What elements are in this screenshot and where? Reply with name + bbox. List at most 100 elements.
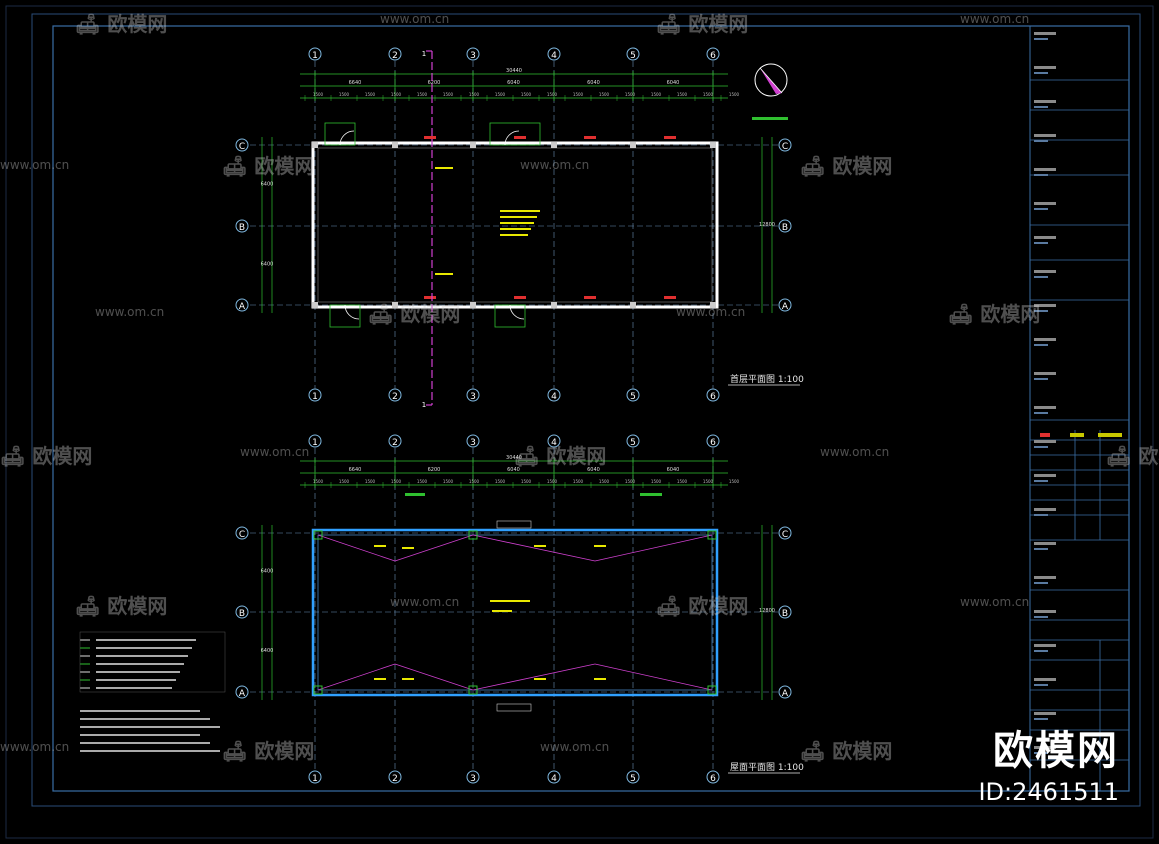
dimension-text: 1500 xyxy=(521,479,532,484)
legend-text xyxy=(96,687,172,689)
grid-number: 4 xyxy=(551,774,557,784)
title-block-text xyxy=(1034,378,1048,380)
grid-number: 6 xyxy=(710,438,716,448)
dimension-text: 1500 xyxy=(417,479,428,484)
grid-bubble xyxy=(626,47,640,61)
grid-number: 2 xyxy=(392,51,398,61)
notes-text xyxy=(80,718,210,720)
door-swing xyxy=(509,304,525,320)
grid-letter: B xyxy=(239,223,245,233)
roof-plan-title: 屋面平面图 1:100 xyxy=(730,762,804,773)
interior-wall-line xyxy=(317,147,713,303)
title-block-text xyxy=(1034,576,1056,579)
north-arrow-circle xyxy=(754,63,788,97)
title-block-text xyxy=(1034,72,1048,74)
roof-drain xyxy=(707,530,717,540)
column xyxy=(392,142,398,148)
dimension-text: 6200 xyxy=(428,467,441,473)
grid-bubble xyxy=(235,138,249,152)
grid-number: 1 xyxy=(312,438,318,448)
title-block-text xyxy=(1034,134,1056,137)
grid-bubble xyxy=(778,526,792,540)
window-tag xyxy=(664,296,676,299)
dimension-text: 6040 xyxy=(667,467,680,473)
grid-number: 1 xyxy=(312,392,318,402)
slope-label xyxy=(534,678,546,680)
slope-label xyxy=(402,547,414,549)
legend-text xyxy=(96,671,180,673)
notes-text xyxy=(80,726,220,728)
grid-number: 2 xyxy=(392,774,398,784)
grid-bubble xyxy=(547,434,561,448)
grid-number: 3 xyxy=(470,774,476,784)
grid-number: 2 xyxy=(392,392,398,402)
dimension-text: 6640 xyxy=(349,467,362,473)
door-swing xyxy=(339,130,355,146)
dimension-text: 6400 xyxy=(261,648,274,654)
dimension-text: 1500 xyxy=(599,479,610,484)
title-block-text xyxy=(1034,38,1048,40)
drainage-line xyxy=(594,663,713,691)
roof-label xyxy=(492,610,512,612)
grid-bubble xyxy=(706,434,720,448)
window-tag xyxy=(584,136,596,139)
title-block-text xyxy=(1034,582,1048,584)
dimension-text: 1500 xyxy=(469,92,480,97)
grid-number: 4 xyxy=(551,51,557,61)
slope-label xyxy=(374,678,386,680)
grid-number: 5 xyxy=(630,438,636,448)
grid-bubble xyxy=(235,526,249,540)
dimension-text: 1500 xyxy=(391,92,402,97)
dimension-text: 12800 xyxy=(759,222,775,228)
title-block-text xyxy=(1034,140,1048,142)
drainage-line xyxy=(472,663,596,691)
title-block-text xyxy=(1034,514,1048,516)
dimension-text: 6640 xyxy=(349,80,362,86)
grid-bubble xyxy=(308,388,322,402)
title-block-text xyxy=(1034,440,1056,443)
column xyxy=(630,302,636,308)
grid-letter: B xyxy=(239,609,245,619)
roof-drain xyxy=(313,685,323,695)
grid-bubble xyxy=(466,388,480,402)
dimension-text: 1500 xyxy=(313,479,324,484)
dimension-text: 1500 xyxy=(573,92,584,97)
grid-bubble xyxy=(547,770,561,784)
dimension-text: 6040 xyxy=(667,80,680,86)
title-block-text xyxy=(1034,474,1056,477)
title-block-text xyxy=(1034,106,1048,108)
dimension-text: 6400 xyxy=(261,262,274,268)
grid-bubble xyxy=(547,388,561,402)
dimension-text: 1500 xyxy=(495,479,506,484)
grid-number: 6 xyxy=(710,392,716,402)
grid-number: 3 xyxy=(470,392,476,402)
roof-drain xyxy=(468,530,478,540)
drainage-line xyxy=(394,534,474,562)
annotation-leader xyxy=(405,493,425,496)
dimension-text: 6040 xyxy=(507,467,520,473)
room-label xyxy=(500,210,540,212)
drainage-line xyxy=(317,534,396,562)
legend-text xyxy=(96,639,196,641)
grid-number: 5 xyxy=(630,392,636,402)
grid-bubble xyxy=(778,298,792,312)
dimension-text: 1500 xyxy=(547,92,558,97)
dimension-text: 1500 xyxy=(703,479,714,484)
dimension-text: 6400 xyxy=(261,569,274,575)
dimension-text: 1500 xyxy=(365,479,376,484)
grid-bubble xyxy=(466,770,480,784)
dimension-text: 1500 xyxy=(521,92,532,97)
grid-bubble xyxy=(626,388,640,402)
drainage-line xyxy=(594,534,713,562)
title-block-mark xyxy=(1098,433,1122,437)
column xyxy=(392,302,398,308)
grid-number: 4 xyxy=(551,392,557,402)
column xyxy=(470,142,476,148)
column xyxy=(710,142,716,148)
grid-bubble xyxy=(388,770,402,784)
slope-label xyxy=(534,545,546,547)
drawing-frame xyxy=(52,25,1130,792)
grid-bubble xyxy=(778,605,792,619)
notes-text xyxy=(80,710,200,712)
